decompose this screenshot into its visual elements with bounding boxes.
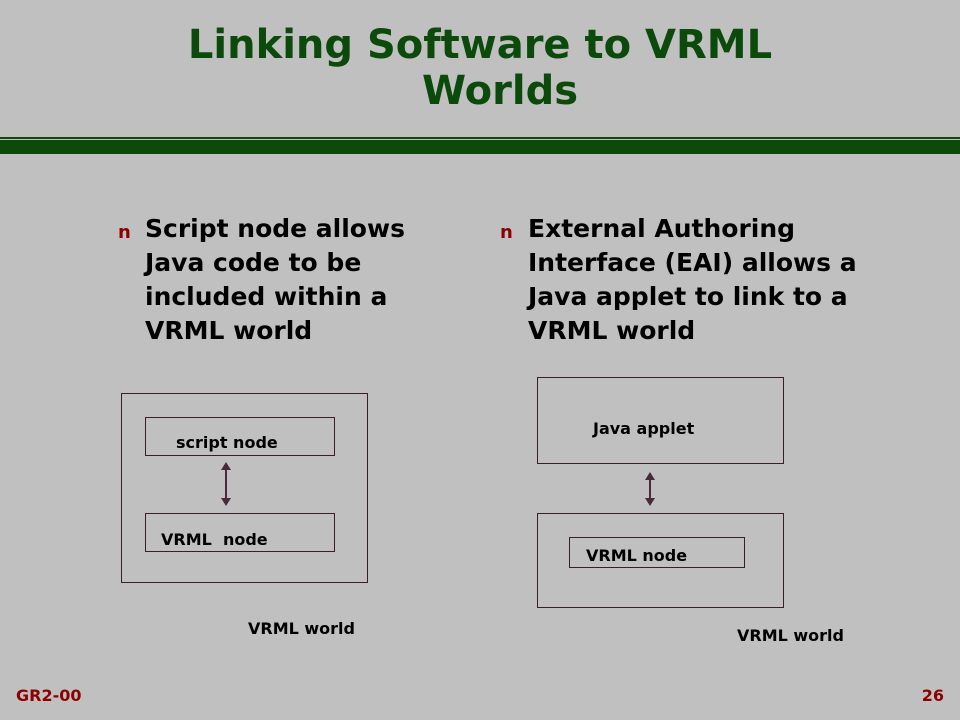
script-node-box: script node	[145, 417, 335, 456]
vrml-world-box-left	[121, 393, 368, 583]
footer-course-code: GR2-00	[16, 686, 82, 705]
title-line-2: Worlds	[421, 68, 579, 114]
vrml-node-box-left: VRML node	[145, 513, 335, 552]
slide-title: Linking Software to VRML Worlds	[0, 22, 960, 114]
title-rule	[0, 137, 960, 154]
bullet-left-text: Script node allows Java code to be inclu…	[145, 214, 405, 345]
double-arrow-left	[221, 462, 231, 506]
script-node-label: script node	[176, 433, 278, 452]
double-arrow-right	[645, 472, 655, 506]
bullet-marker-right: n	[500, 222, 513, 243]
java-applet-label: Java applet	[593, 419, 695, 438]
title-line-1: Linking Software to VRML	[187, 22, 773, 68]
page-number: 26	[921, 686, 944, 705]
java-applet-box: Java applet	[537, 377, 784, 464]
vrml-world-box-right	[537, 513, 784, 608]
vrml-world-label-left: VRML world	[248, 619, 355, 638]
bullet-right-text: External Authoring Interface (EAI) allow…	[528, 214, 857, 345]
vrml-node-label-right: VRML node	[586, 546, 688, 565]
vrml-world-label-right: VRML world	[737, 626, 844, 645]
vrml-node-box-right: VRML node	[569, 537, 745, 568]
vrml-node-label-left: VRML node	[161, 530, 268, 549]
bullet-marker-left: n	[118, 222, 131, 243]
